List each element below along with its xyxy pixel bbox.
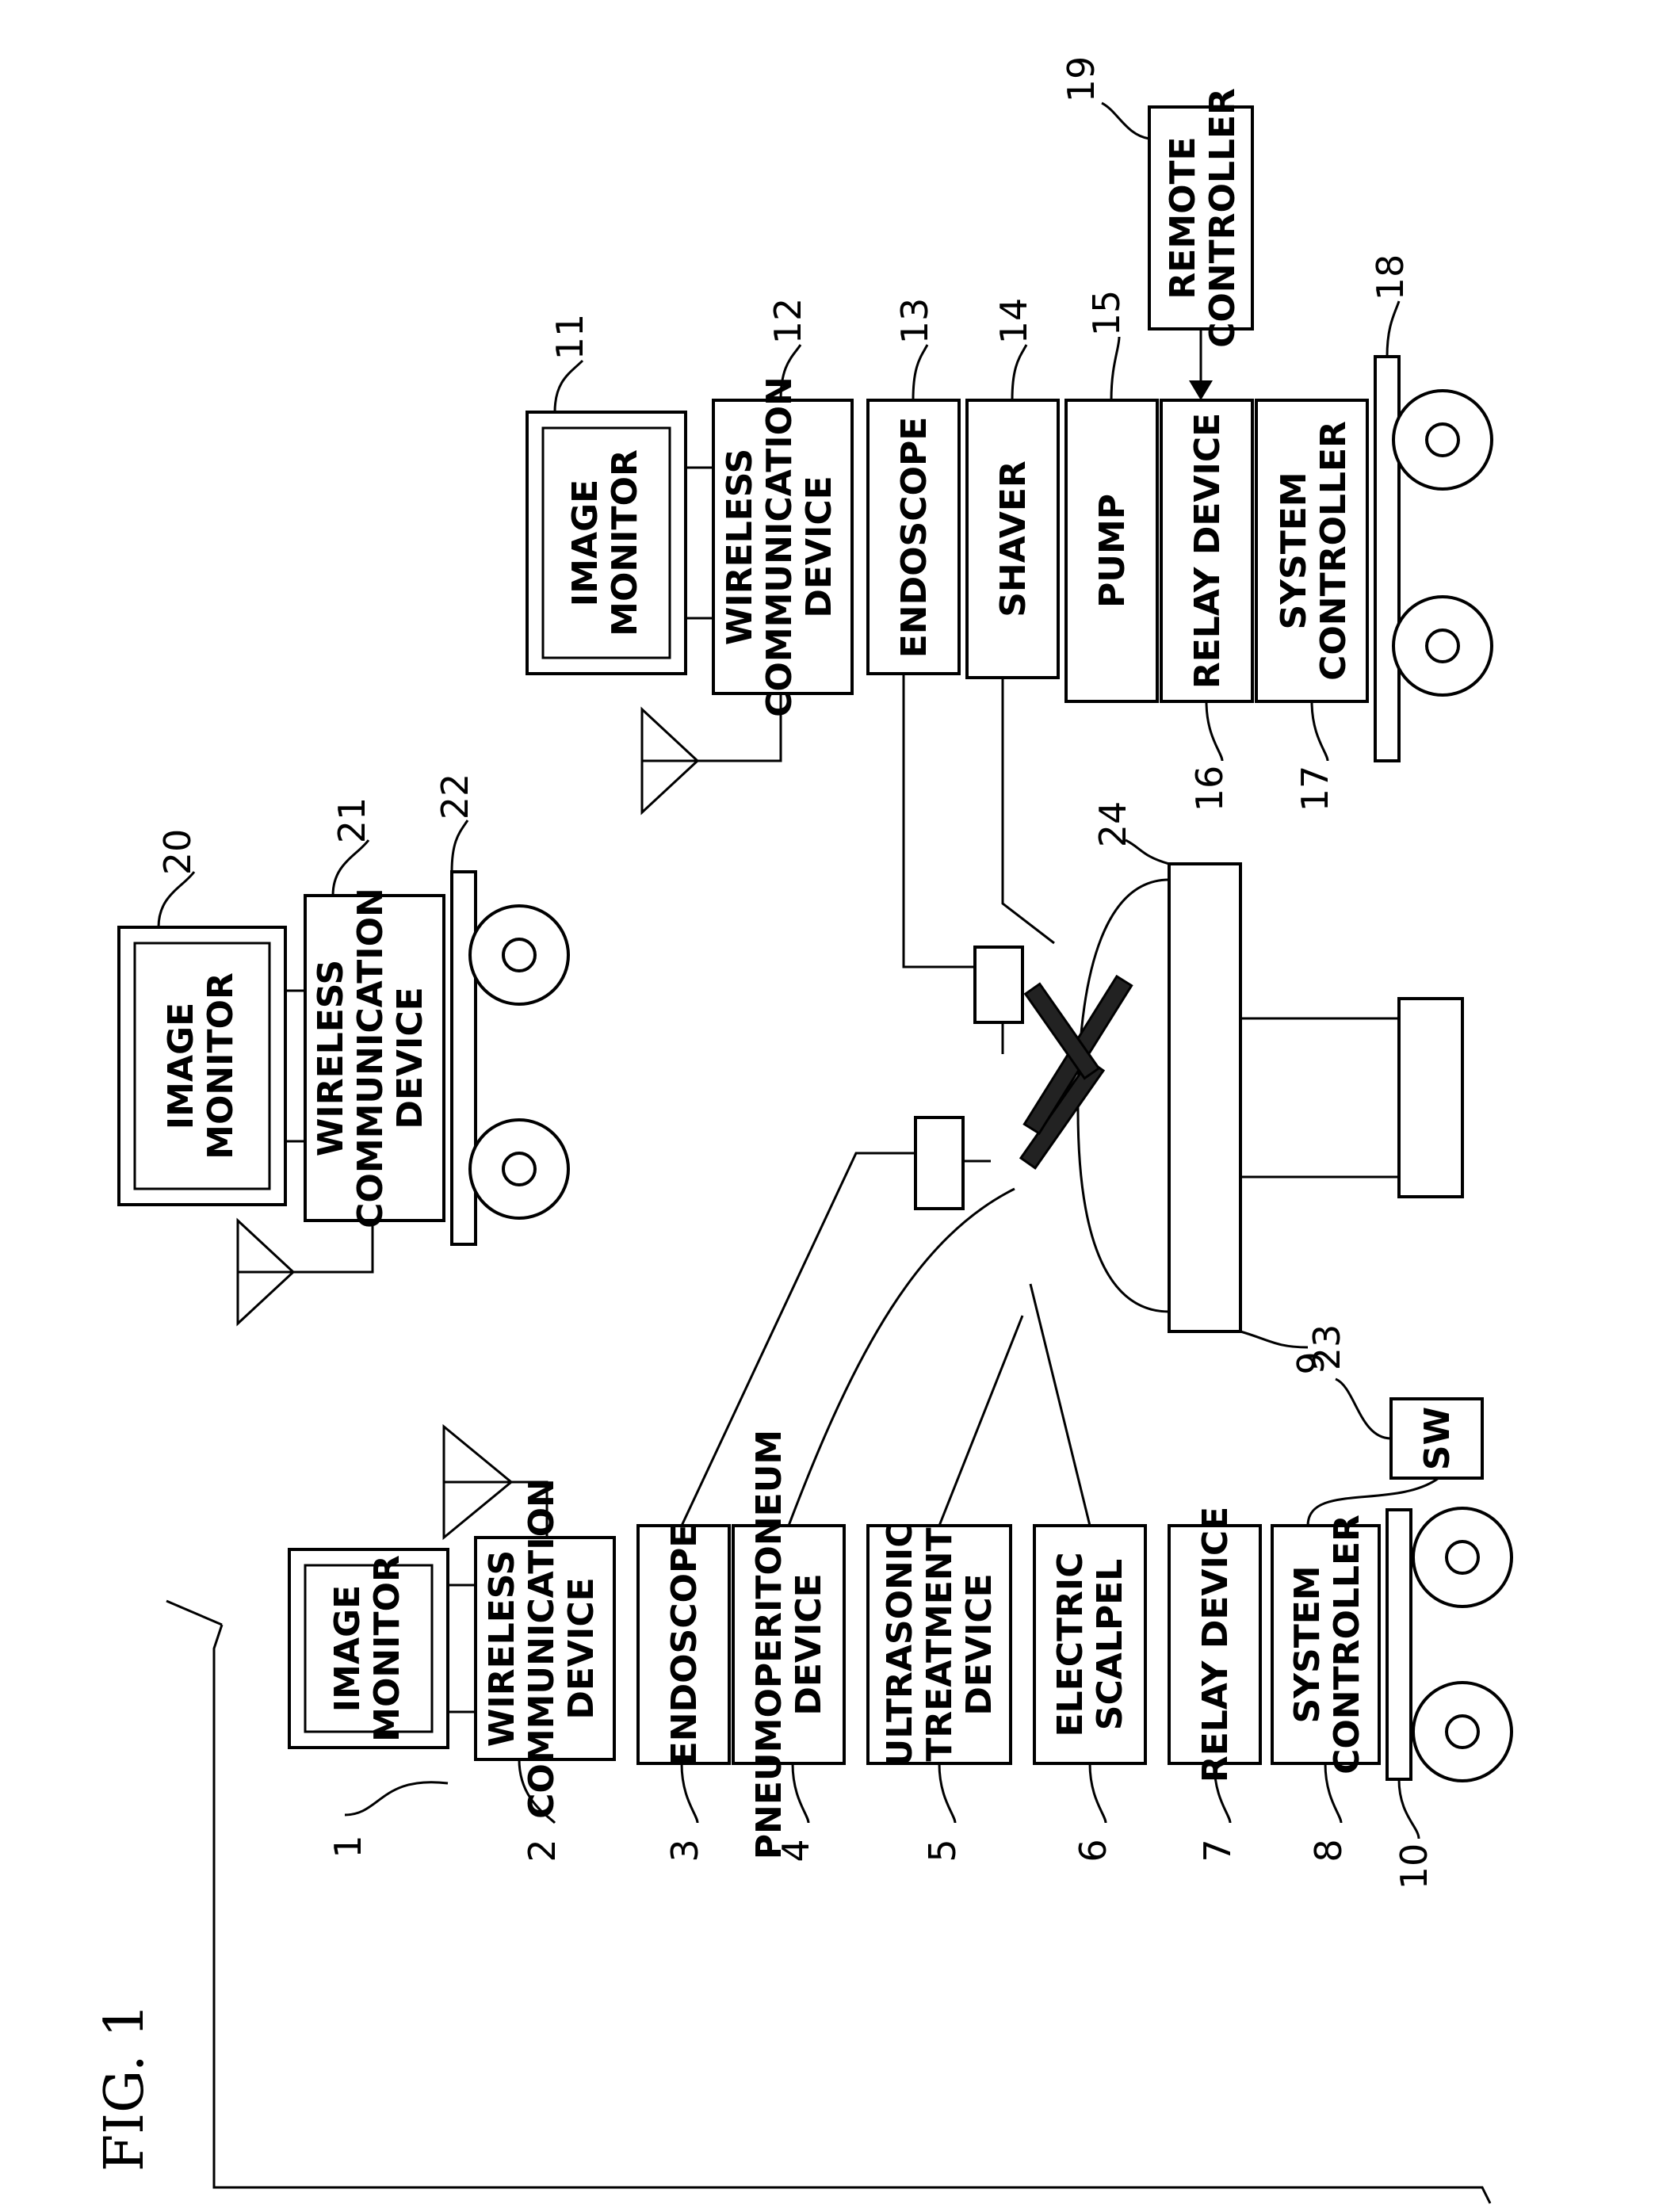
pump-15: PUMP — [1066, 400, 1157, 701]
ref-3: 3 — [663, 1839, 706, 1862]
antenna-2-icon — [444, 1427, 511, 1538]
endoscope-13: ENDOSCOPE — [868, 400, 959, 674]
wireless-communication-device-12: WIRELESS COMMUNICATION DEVICE — [713, 376, 852, 717]
endoscope-3-label: ENDOSCOPE — [664, 1524, 705, 1766]
image-monitor-1: IMAGE MONITOR — [289, 1549, 448, 1748]
ref-20: 20 — [156, 829, 199, 876]
image-monitor-20: IMAGE MONITOR — [119, 927, 285, 1205]
system-controller-17-label-line2: CONTROLLER — [1313, 421, 1354, 681]
endoscope-3: ENDOSCOPE — [638, 1524, 729, 1766]
wireless-communication-device-2: WIRELESS COMMUNICATION DEVICE — [476, 1478, 614, 1819]
image-monitor-1-label-line1: IMAGE — [327, 1585, 368, 1712]
electric-scalpel-6: ELECTRIC SCALPEL — [1034, 1526, 1145, 1763]
antenna-21-icon — [238, 1221, 293, 1324]
system-controller-8-label-line1: SYSTEM — [1287, 1565, 1328, 1723]
cable-shaver-14 — [1003, 678, 1054, 943]
cable-endoscope-13 — [904, 674, 975, 967]
system-bracket-tip — [166, 1601, 222, 1625]
wireless-device-21-label-line2: COMMUNICATION — [350, 888, 391, 1228]
ultrasonic-5-label-line1: ULTRASONIC — [880, 1522, 920, 1767]
image-monitor-20-label-line2: MONITOR — [201, 972, 241, 1159]
ref-13: 13 — [893, 298, 936, 345]
ref-1: 1 — [327, 1835, 369, 1858]
ref-22: 22 — [434, 774, 476, 820]
ref-21: 21 — [331, 797, 373, 844]
wireless-device-12-label-line1: WIRELESS — [720, 449, 760, 645]
ref-4: 4 — [774, 1839, 817, 1862]
ref-10: 10 — [1393, 1843, 1435, 1890]
ref-12: 12 — [766, 298, 809, 345]
port-endoscope-13 — [975, 947, 1022, 1022]
cart-22 — [452, 872, 568, 1244]
antenna-12-icon — [642, 709, 698, 812]
wireless-device-2-label-line1: WIRELESS — [482, 1550, 522, 1747]
shaver-14: SHAVER — [967, 400, 1058, 678]
cart-10 — [1387, 1508, 1512, 1781]
ref-19: 19 — [1060, 56, 1103, 103]
pneumoperitoneum-4-label-line2: DEVICE — [789, 1573, 829, 1715]
pump-15-label: PUMP — [1092, 494, 1133, 608]
wireless-device-2-label-line2: COMMUNICATION — [522, 1478, 562, 1819]
figure-title: FIG. 1 — [94, 2004, 156, 2172]
image-monitor-1-label-line2: MONITOR — [367, 1555, 407, 1742]
pneumoperitoneum-device-4: PNEUMOPERITONEUM DEVICE — [733, 1430, 844, 1859]
relay-device-7: RELAY DEVICE — [1169, 1507, 1260, 1782]
port-endoscope-3 — [915, 1117, 963, 1209]
ref-7: 7 — [1196, 1839, 1239, 1862]
cable-scalpel-6 — [1030, 1284, 1090, 1526]
ref-6: 6 — [1072, 1839, 1114, 1862]
wireless-device-2-label-line3: DEVICE — [561, 1577, 602, 1719]
ref-8: 8 — [1307, 1839, 1350, 1862]
image-monitor-11-label-line1: IMAGE — [565, 479, 606, 606]
ref-2: 2 — [521, 1839, 564, 1862]
ref-15: 15 — [1085, 290, 1128, 337]
image-monitor-11: IMAGE MONITOR — [527, 412, 686, 674]
system-controller-8-label-line2: CONTROLLER — [1327, 1515, 1367, 1775]
operating-table — [1169, 864, 1462, 1331]
cable-ultrasonic-5 — [939, 1316, 1022, 1526]
cable-endoscope-3 — [682, 1153, 915, 1526]
wireless-device-21-label-line1: WIRELESS — [311, 960, 351, 1156]
electric-scalpel-6-label-line2: SCALPEL — [1090, 1559, 1130, 1730]
system-controller-17: SYSTEM CONTROLLER — [1256, 400, 1367, 701]
wireless-communication-device-21: WIRELESS COMMUNICATION DEVICE — [305, 888, 444, 1228]
relay-device-7-label: RELAY DEVICE — [1195, 1507, 1236, 1782]
ref-5: 5 — [921, 1839, 964, 1862]
system-controller-17-label-line1: SYSTEM — [1274, 472, 1314, 629]
shaver-14-label: SHAVER — [993, 460, 1034, 617]
ref-18: 18 — [1369, 254, 1412, 301]
image-monitor-11-label-line2: MONITOR — [605, 449, 645, 636]
relay-device-16: RELAY DEVICE — [1161, 400, 1252, 701]
cart-18 — [1375, 357, 1492, 761]
pneumoperitoneum-4-label-line1: PNEUMOPERITONEUM — [749, 1430, 789, 1859]
ref-23: 23 — [1305, 1324, 1348, 1371]
ref-11: 11 — [548, 314, 591, 361]
ref-16: 16 — [1188, 766, 1231, 812]
relay-device-16-label: RELAY DEVICE — [1187, 413, 1228, 689]
remote-controller-19-label-line2: CONTROLLER — [1202, 88, 1243, 348]
system-controller-8: SYSTEM CONTROLLER — [1272, 1515, 1379, 1775]
endoscope-13-label: ENDOSCOPE — [894, 417, 935, 659]
patient-body — [1078, 880, 1169, 1312]
remote-controller-19-label-line1: REMOTE — [1163, 136, 1203, 299]
ref-17: 17 — [1294, 766, 1336, 812]
ultrasonic-5-label-line2: TREATMENT — [919, 1527, 960, 1761]
switch-9-label: SW — [1417, 1407, 1458, 1470]
ref-24: 24 — [1091, 801, 1134, 848]
image-monitor-20-label-line1: IMAGE — [161, 1003, 201, 1129]
wireless-device-12-label-line3: DEVICE — [799, 476, 839, 617]
remote-controller-19: REMOTE CONTROLLER — [1149, 88, 1252, 348]
remote-arrow-head — [1189, 380, 1213, 400]
ultrasonic-treatment-device-5: ULTRASONIC TREATMENT DEVICE — [868, 1522, 1011, 1767]
electric-scalpel-6-label-line1: ELECTRIC — [1050, 1553, 1091, 1737]
switch-9: SW — [1391, 1399, 1482, 1478]
wireless-device-12-label-line2: COMMUNICATION — [759, 376, 800, 717]
ref-14: 14 — [992, 298, 1035, 345]
wireless-device-21-label-line3: DEVICE — [390, 987, 430, 1129]
ultrasonic-5-label-line3: DEVICE — [959, 1573, 999, 1715]
cable-pneumo-4 — [789, 1189, 1015, 1526]
